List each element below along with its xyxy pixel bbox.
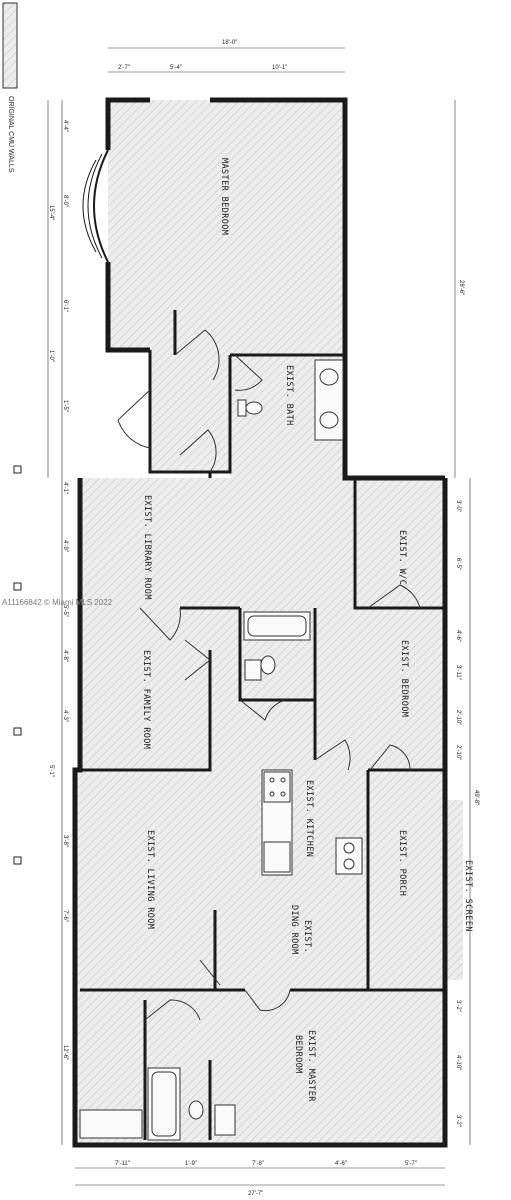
toilet-tank-icon — [237, 399, 247, 417]
dim-left-2: 8'-0" — [62, 195, 68, 207]
stove-icon — [263, 771, 291, 803]
label-porch: EXIST. PORCH — [397, 830, 407, 896]
dim-left-3: 15'-4" — [48, 205, 54, 220]
dim-top-2: 5'-4" — [170, 65, 182, 71]
dim-left-9: 5'-5" — [62, 605, 68, 617]
label-family-room: EXIST. FAMILY ROOM — [141, 650, 151, 749]
sink-4-icon — [214, 1104, 236, 1136]
dim-right-mid: 49'-8" — [473, 790, 479, 805]
label-exist-bath: EXIST. BATH — [284, 365, 294, 426]
legend-text: ORIGINAL CMU WALLS — [7, 96, 14, 173]
label-kitchen: EXIST. KITCHEN — [304, 780, 314, 857]
dim-right-9: 3'-2" — [455, 1115, 461, 1127]
exterior-walls — [72, 97, 448, 1148]
dimension-lines — [47, 47, 471, 1186]
floor-main — [75, 478, 445, 1145]
marker-2 — [13, 582, 22, 591]
label-dining-2: DING ROOM — [289, 905, 299, 955]
marker-3 — [13, 727, 22, 736]
dim-left-7: 4'-1" — [62, 482, 68, 494]
dim-right-1: 3'-0" — [455, 500, 461, 512]
dim-left-10: 4'-8" — [62, 650, 68, 662]
dim-left-14: 7'-6" — [62, 910, 68, 922]
floor-master-wing — [108, 100, 345, 478]
dim-right-2: 6'-5" — [455, 558, 461, 570]
sink-1-icon — [319, 368, 339, 386]
dim-top-3: 10'-1" — [272, 65, 287, 71]
dim-right-6: 2'-10" — [455, 745, 461, 760]
dim-top-total: 18'-0" — [222, 40, 237, 46]
toilet-3-icon — [188, 1100, 204, 1120]
label-living-room: EXIST. LIVING ROOM — [145, 830, 155, 929]
legend: ORIGINAL CMU WALLS — [2, 2, 18, 173]
dim-right-5: 2'-10" — [455, 710, 461, 725]
dim-left-1: 4'-4" — [62, 120, 68, 132]
dim-right-7: 3'-2" — [455, 1000, 461, 1012]
fridge-icon — [263, 841, 291, 873]
label-master-bedroom: MASTER BEDROOM — [219, 158, 229, 235]
dim-right-top: 28'-6" — [458, 280, 464, 295]
dimension-texts: 18'-0" 2'-7" 5'-4" 10'-1" 28'-6" 49'-8" … — [48, 40, 479, 1197]
closet-shelf — [79, 1109, 143, 1139]
dim-left-12: 5'-1" — [48, 765, 54, 777]
fixtures — [79, 359, 363, 1141]
dim-right-3: 4'-6" — [455, 630, 461, 642]
dim-bottom-total: 27'-7" — [248, 1191, 263, 1197]
label-bedroom: EXIST. BEDROOM — [399, 640, 409, 717]
sink-3-icon — [244, 659, 262, 681]
dim-top-1: 2'-7" — [118, 65, 130, 71]
label-library-room: EXIST. LIBRARY ROOM — [142, 495, 152, 600]
bathtub-inner — [247, 615, 307, 637]
dim-left-13: 3'-8" — [62, 835, 68, 847]
dim-left-4: 6'-1" — [62, 300, 68, 312]
dim-left-6: 1'-5" — [62, 400, 68, 412]
door-swings — [117, 329, 421, 1021]
label-master2-2: BEDROOM — [293, 1035, 303, 1074]
dim-bottom-1: 7'-11" — [115, 1161, 130, 1167]
dim-bottom-5: 5'-7" — [405, 1161, 417, 1167]
floor-screen — [445, 800, 463, 980]
dim-right-8: 4'-10" — [455, 1055, 461, 1070]
label-master2-1: EXIST. MASTER — [306, 1030, 316, 1102]
label-wic: EXIST. W/C — [397, 530, 407, 585]
dim-bottom-3: 7'-8" — [252, 1161, 264, 1167]
markers — [13, 465, 22, 865]
dim-left-5: 1'-0" — [48, 350, 54, 362]
dim-right-4: 3'-11" — [455, 665, 461, 680]
dim-left-8: 4'-9" — [62, 540, 68, 552]
dim-left-11: 4'-3" — [62, 710, 68, 722]
legend-swatch — [2, 2, 18, 89]
floor-fill — [75, 100, 463, 1145]
marker-4 — [13, 856, 22, 865]
room-labels: MASTER BEDROOM EXIST. BATH EXIST. LIBRAR… — [141, 158, 473, 1102]
toilet-bowl-icon — [245, 401, 263, 415]
interior-walls — [75, 310, 445, 1140]
toilet-2-icon — [260, 655, 276, 675]
dim-bottom-2: 1'-9" — [185, 1161, 197, 1167]
sink-2-icon — [319, 411, 339, 429]
bay-window — [82, 149, 109, 263]
dim-left-15: 12'-6" — [62, 1045, 68, 1060]
watermark: A11166842 © Miami MLS 2022 — [2, 598, 113, 607]
dim-bottom-4: 4'-6" — [335, 1161, 347, 1167]
label-dining-1: EXIST. — [302, 920, 312, 953]
label-screen: EXIST. SCREEN — [463, 860, 473, 932]
marker-1 — [13, 465, 22, 474]
